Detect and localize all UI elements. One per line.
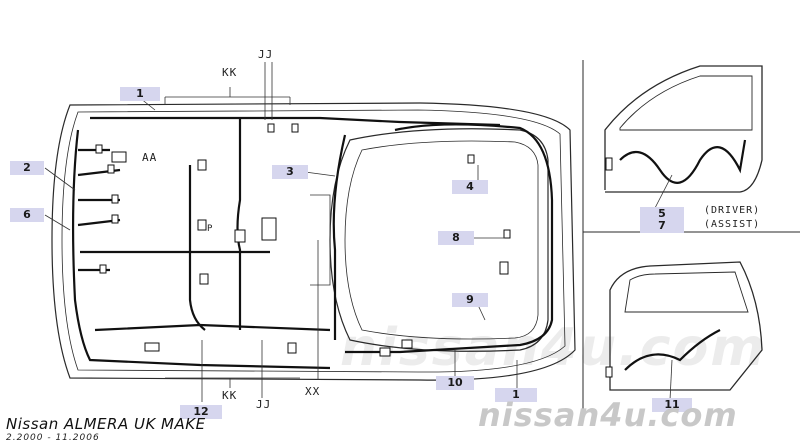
connector (499, 261, 509, 275)
connector (199, 273, 209, 285)
tag3-leader (304, 171, 336, 177)
connector (503, 229, 511, 239)
connector (197, 159, 207, 171)
connector (197, 219, 207, 231)
connector (111, 194, 119, 204)
harness-tag-1-bottom: 1 (495, 388, 537, 402)
p-label: P (207, 224, 214, 234)
kk-bottom-bracket (165, 377, 300, 388)
tag2-leader (44, 167, 76, 191)
jj-top-label: JJ (258, 48, 274, 61)
connector (287, 342, 297, 354)
connector (291, 123, 299, 133)
connector (111, 214, 119, 224)
connector (95, 144, 103, 154)
harness-tag-3: 3 (272, 165, 308, 179)
harness-tag-4: 4 (452, 180, 488, 194)
xx-bracket (310, 194, 331, 380)
connector (111, 151, 127, 163)
harness-tag-9: 9 (452, 293, 488, 307)
car-body-inner (61, 109, 566, 373)
harness-tag-6: 6 (10, 208, 44, 222)
harness-rear-door (624, 329, 721, 371)
connector (467, 154, 475, 164)
harness-front-door (619, 139, 747, 184)
connector (261, 217, 277, 241)
connector (267, 123, 275, 133)
rear-door-window (624, 271, 749, 313)
connector (99, 264, 107, 274)
harness-tag-8: 8 (438, 231, 474, 245)
harness-right-side (345, 123, 554, 354)
site-watermark: nissan4u.com (478, 396, 738, 434)
harness-tag-5: 5 (640, 207, 684, 221)
front-door-window (619, 75, 753, 131)
connector (107, 164, 115, 174)
harness-bottom-rail (94, 323, 331, 332)
harness-center-b (188, 165, 206, 331)
harness-main-left (71, 129, 331, 370)
tag5-leader (654, 174, 673, 209)
kk-top-label: KK (222, 66, 238, 79)
connector (234, 229, 246, 243)
kk-top-bracket (164, 87, 291, 105)
rear-door-outline (609, 261, 763, 391)
harness-tag-2: 2 (10, 161, 44, 175)
assist-label: (ASSIST) (704, 219, 761, 230)
connector (401, 339, 413, 349)
harness-center-a (236, 118, 242, 330)
car-body-outline (51, 102, 576, 381)
model-caption: Nissan ALMERA UK MAKE (6, 415, 206, 433)
tag11-leader (669, 359, 673, 401)
kk-bottom-label: KK (222, 389, 238, 402)
cabin-inner (344, 140, 539, 340)
harness-tag-1-top: 1 (120, 87, 160, 101)
driver-label: (DRIVER) (704, 205, 761, 216)
years-caption: 2.2000 - 11.2006 (6, 433, 100, 443)
harness-tag-11: 11 (652, 398, 692, 412)
xx-label: XX (305, 385, 321, 398)
aa-label: AA (142, 151, 158, 164)
harness-top-rail (90, 116, 501, 127)
tag6-leader (44, 214, 71, 231)
connector (144, 342, 160, 352)
harness-left-branches (77, 148, 121, 272)
jj-top-leader (264, 62, 273, 120)
tag9-leader (477, 304, 486, 321)
connector (379, 347, 391, 357)
connector (605, 366, 613, 378)
connector (605, 157, 613, 171)
harness-tag-7: 7 (640, 219, 684, 233)
harness-tunnel (332, 134, 347, 340)
harness-tag-12: 12 (180, 405, 222, 419)
front-door-outline (604, 65, 763, 193)
harness-tag-10: 10 (436, 376, 474, 390)
jj-bottom-label: JJ (256, 398, 272, 411)
